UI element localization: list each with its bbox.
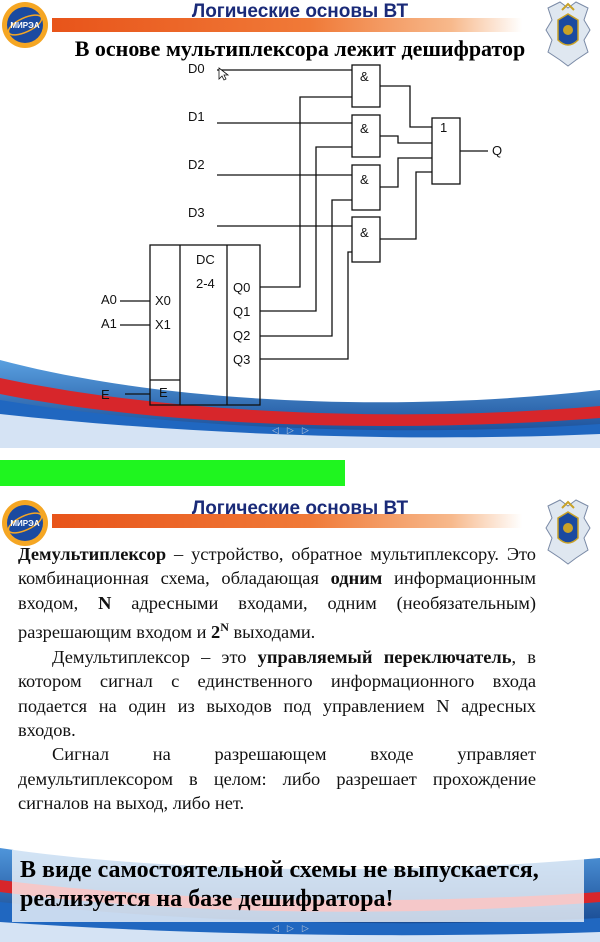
decoder-title-label: DC	[196, 252, 215, 267]
and-gate-4-label: &	[360, 225, 369, 240]
paragraph-enable: Сигнал на разрешающем входе управляет де…	[18, 744, 536, 814]
decorative-wave	[0, 360, 600, 448]
input-d0-label: D0	[188, 61, 205, 76]
paragraph-definition: Демультиплексор – устройство, обратное м…	[18, 544, 537, 643]
body-text: Демультиплексор – устройство, обратное м…	[18, 542, 536, 816]
nav-prev-icon[interactable]: ◁	[272, 924, 287, 934]
decoder-q3-label: Q3	[233, 352, 250, 367]
decoder-type-label: 2-4	[196, 276, 215, 291]
input-a1-label: A1	[101, 316, 117, 331]
and-gate-3-label: &	[360, 172, 369, 187]
slide-nav: ◁▷▷	[272, 924, 317, 934]
and-gate-2-label: &	[360, 121, 369, 136]
input-a0-label: A0	[101, 292, 117, 307]
header-bar	[52, 18, 522, 32]
decoder-x1-label: X1	[155, 317, 171, 332]
input-e-label: E	[101, 387, 110, 402]
decoder-q1-label: Q1	[233, 304, 250, 319]
slide-subtitle: В основе мультиплексора лежит дешифратор	[74, 36, 526, 61]
nav-play-icon[interactable]: ▷	[286, 924, 302, 934]
divider-bar	[0, 460, 345, 486]
decoder-q2-label: Q2	[233, 328, 250, 343]
input-d1-label: D1	[188, 109, 205, 124]
header-bar	[52, 514, 522, 528]
input-d3-label: D3	[188, 205, 205, 220]
decoder-x0-label: X0	[155, 293, 171, 308]
paragraph-switch: Демультиплексор – это управляемый перекл…	[18, 646, 536, 740]
crest-icon	[545, 499, 591, 565]
callout-text: В виде самостоятельной схемы не выпускае…	[20, 857, 539, 912]
output-q-label: Q	[492, 143, 502, 158]
nav-play-icon[interactable]: ▷	[286, 426, 302, 436]
slide-nav: ◁▷▷	[272, 426, 317, 436]
nav-next-icon[interactable]: ▷	[301, 924, 317, 934]
and-gate-1-label: &	[360, 69, 369, 84]
decoder-q0-label: Q0	[233, 280, 250, 295]
crest-icon	[545, 1, 591, 67]
slide-multiplexer: Логические основы ВТ МИРЭА В основе муль…	[0, 0, 600, 448]
input-d2-label: D2	[188, 157, 205, 172]
header-title: Логические основы ВТ	[191, 498, 409, 519]
callout-box	[12, 850, 584, 922]
cursor-icon	[218, 67, 230, 81]
mirea-logo-icon: МИРЭА	[2, 500, 48, 546]
decoder-enable-label: E	[159, 385, 168, 400]
svg-text:МИРЭА: МИРЭА	[10, 21, 39, 30]
svg-text:МИРЭА: МИРЭА	[10, 519, 39, 528]
header-title: Логические основы ВТ	[191, 1, 409, 22]
nav-next-icon[interactable]: ▷	[301, 426, 317, 436]
multiplexer-circuit-diagram: & & & & 1 Q D0 D1 D2 D3 DC 2-4 X0 X1 E Q…	[101, 61, 502, 406]
mirea-logo-icon: МИРЭА	[2, 2, 48, 48]
slide-demultiplexer: Логические основы ВТ МИРЭА Демультиплекс…	[0, 490, 600, 942]
nav-prev-icon[interactable]: ◁	[272, 426, 287, 436]
or-gate-label: 1	[440, 120, 447, 135]
